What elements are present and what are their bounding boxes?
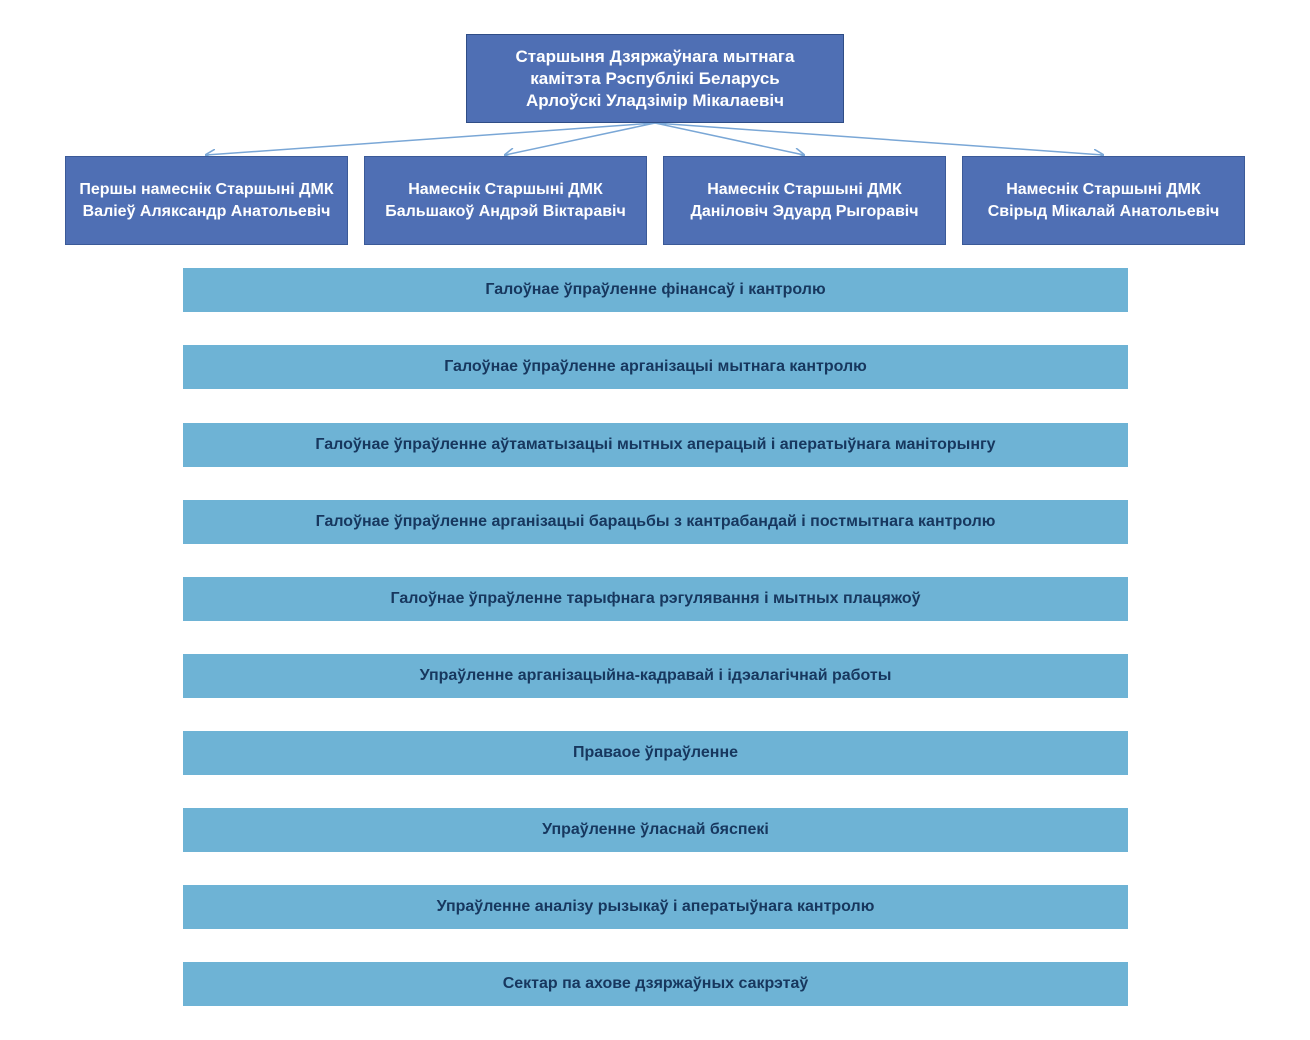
deputy-box-2: Намеснік Старшыні ДМК Бальшакоў Андрэй В… [364,156,647,245]
unit-box-6: Упраўленне арганізацыйна-кадравай і ідэа… [183,654,1128,698]
unit-box-2: Галоўнае ўпраўленне арганізацыі мытнага … [183,345,1128,389]
unit-box-1: Галоўнае ўпраўленне фінансаў і кантролю [183,268,1128,312]
deputy-box-3: Намеснік Старшыні ДМК Даніловіч Эдуард Р… [663,156,946,245]
chairman-line-3: Арлоўскі Уладзімір Мікалаевіч [526,90,784,110]
deputy-box-4: Намеснік Старшыні ДМК Свірыд Мікалай Ана… [962,156,1245,245]
chairman-line-2: камітэта Рэспублікі Беларусь [530,68,780,88]
connector-3 [654,122,804,155]
deputy-title: Намеснік Старшыні ДМК [1006,180,1201,198]
unit-box-9: Упраўленне аналізу рызыкаў і аператыўнаг… [183,885,1128,929]
deputy-name: Бальшакоў Андрэй Віктаравіч [385,202,626,220]
unit-box-3: Галоўнае ўпраўленне аўтаматызацыі мытных… [183,423,1128,467]
chairman-line-1: Старшыня Дзяржаўнага мытнага [515,46,795,66]
deputy-name: Свірыд Мікалай Анатольевіч [987,202,1220,220]
connector-1 [206,122,656,155]
unit-box-5: Галоўнае ўпраўленне тарыфнага рэгуляванн… [183,577,1128,621]
unit-box-7: Праваое ўпраўленне [183,731,1128,775]
deputy-box-1: Першы намеснік Старшыні ДМК Валіеў Алякс… [65,156,348,245]
chairman-box: Старшыня Дзяржаўнага мытнага камітэта Рэ… [466,34,844,123]
deputy-title: Намеснік Старшыні ДМК [408,180,603,198]
unit-box-8: Упраўленне ўласнай бяспекі [183,808,1128,852]
connector-2 [505,122,656,155]
unit-box-4: Галоўнае ўпраўленне арганізацыі барацьбы… [183,500,1128,544]
deputy-title: Першы намеснік Старшыні ДМК [79,180,334,198]
deputy-name: Даніловіч Эдуард Рыгоравіч [690,202,919,220]
deputy-title: Намеснік Старшыні ДМК [707,180,902,198]
deputy-name: Валіеў Аляксандр Анатольевіч [82,202,331,220]
connector-4 [654,122,1103,155]
unit-box-10: Сектар па ахове дзяржаўных сакрэтаў [183,962,1128,1006]
